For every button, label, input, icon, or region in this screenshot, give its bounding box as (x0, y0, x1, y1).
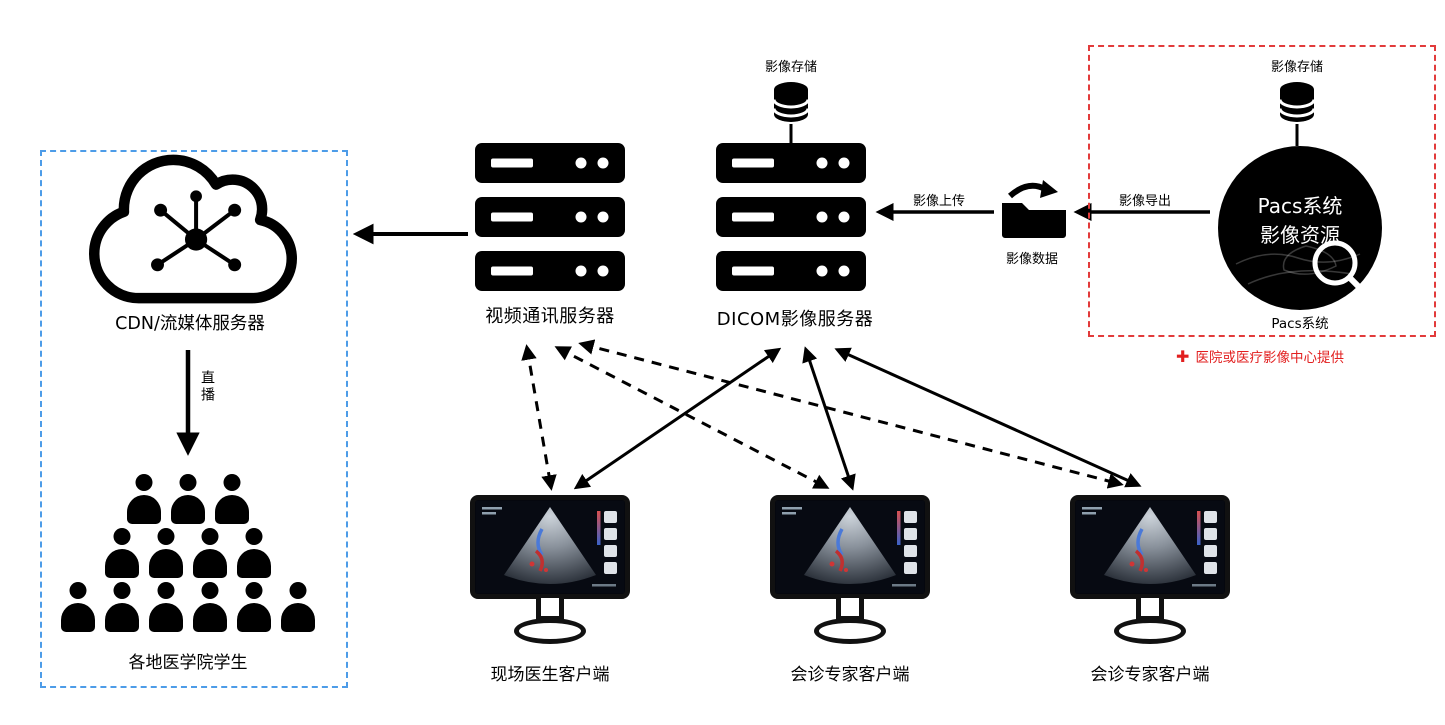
ultrasound-screen (470, 495, 630, 599)
cdn-caption: CDN/流媒体服务器 (115, 314, 265, 334)
image-data-folder-icon (1002, 180, 1066, 238)
live-broadcast-label: 直播 (199, 370, 215, 404)
pacs-system-icon: Pacs系统 影像资源 (1218, 146, 1382, 310)
audience-group-box (40, 150, 348, 688)
person-icon (125, 474, 163, 524)
dashed-arrow-video-client3 (578, 339, 1124, 489)
person-icon (235, 528, 273, 578)
client1-caption: 现场医生客户端 (490, 665, 610, 685)
provider-group-box (1088, 45, 1436, 337)
people-row (100, 528, 276, 578)
person-icon (147, 528, 185, 578)
cdn-cloud-icon (89, 154, 297, 304)
ultrasound-screen (1070, 495, 1230, 599)
pacs-storage-label: 影像存储 (1270, 60, 1323, 75)
person-icon (235, 582, 273, 632)
provider-note-text: 医院或医疗影像中心提供 (1195, 350, 1344, 366)
client-monitor-2: 会诊专家客户端 (762, 495, 938, 685)
monitor-stand-base (514, 618, 586, 644)
client-monitor-1: 现场医生客户端 (462, 495, 638, 685)
students-caption: 各地医学院学生 (128, 653, 248, 673)
pacs-circle-title-line1: Pacs系统 (1257, 194, 1343, 218)
ultrasound-image (776, 501, 924, 593)
dicom-storage-label: 影像存储 (764, 60, 817, 75)
client-monitor-3: 会诊专家客户端 (1062, 495, 1238, 685)
client3-caption: 会诊专家客户端 (1090, 665, 1210, 685)
dicom-server-caption: DICOM影像服务器 (716, 309, 874, 330)
dicom-storage-icon (773, 80, 809, 124)
person-icon (59, 582, 97, 632)
export-arrow-label: 影像导出 (1118, 194, 1171, 209)
dashed-arrow-video-client1 (521, 344, 557, 491)
image-data-caption: 影像数据 (1005, 252, 1058, 267)
pacs-storage-icon (1279, 80, 1315, 124)
monitor-stand-base (814, 618, 886, 644)
dashed-arrow-video-client2 (554, 346, 830, 489)
person-icon (191, 528, 229, 578)
arrow-dicom-client3 (834, 347, 1142, 488)
people-row (56, 582, 320, 632)
arrow-dicom-client2 (802, 346, 856, 491)
video-server-icon (475, 143, 625, 291)
ultrasound-screen (770, 495, 930, 599)
students-pyramid (48, 474, 328, 632)
arrow-dicom-client1 (573, 347, 782, 490)
person-icon (213, 474, 251, 524)
upload-arrow-label: 影像上传 (912, 194, 965, 209)
person-icon (169, 474, 207, 524)
people-row (122, 474, 254, 524)
plus-icon: ✚ (1176, 347, 1190, 366)
person-icon (103, 528, 141, 578)
person-icon (279, 582, 317, 632)
ultrasound-image (1076, 501, 1224, 593)
person-icon (103, 582, 141, 632)
magnifier-icon (1312, 240, 1370, 298)
person-icon (147, 582, 185, 632)
person-icon (191, 582, 229, 632)
client2-caption: 会诊专家客户端 (790, 665, 910, 685)
dicom-server-icon (716, 143, 866, 291)
provider-note: ✚ 医院或医疗影像中心提供 (1088, 346, 1432, 366)
monitor-stand-base (1114, 618, 1186, 644)
ultrasound-image (476, 501, 624, 593)
video-server-caption: 视频通讯服务器 (485, 306, 615, 327)
pacs-contour-lines (1235, 245, 1361, 285)
pacs-caption: Pacs系统 (1271, 316, 1329, 332)
